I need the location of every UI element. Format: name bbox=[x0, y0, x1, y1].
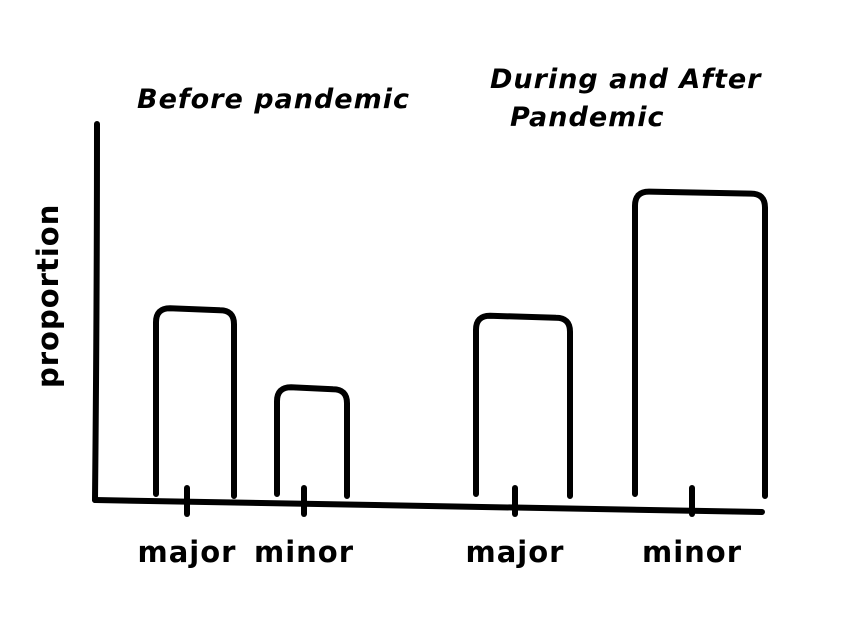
bars-layer: major minor major minor bbox=[138, 188, 768, 569]
group-title-before: Before pandemic bbox=[137, 84, 410, 115]
x-tick-label-before-major: major bbox=[138, 535, 237, 569]
bar-during-major bbox=[473, 312, 573, 499]
group-title-during-line-1: During and After bbox=[490, 64, 762, 95]
bar-during-minor bbox=[632, 188, 768, 499]
y-axis-label: proportion bbox=[31, 204, 65, 388]
x-axis-line bbox=[92, 497, 765, 515]
group-title-during: During and After Pandemic bbox=[490, 64, 772, 133]
bar-before-minor bbox=[274, 384, 350, 499]
bar-before-major bbox=[153, 305, 237, 499]
x-tick-label-before-minor: minor bbox=[254, 535, 354, 569]
group-title-during-line-2: Pandemic bbox=[510, 102, 665, 133]
y-axis-line bbox=[92, 121, 100, 503]
x-tick-label-during-minor: minor bbox=[642, 535, 742, 569]
group-title-before-line-1: Before pandemic bbox=[137, 84, 410, 115]
x-tick-label-during-major: major bbox=[466, 535, 565, 569]
